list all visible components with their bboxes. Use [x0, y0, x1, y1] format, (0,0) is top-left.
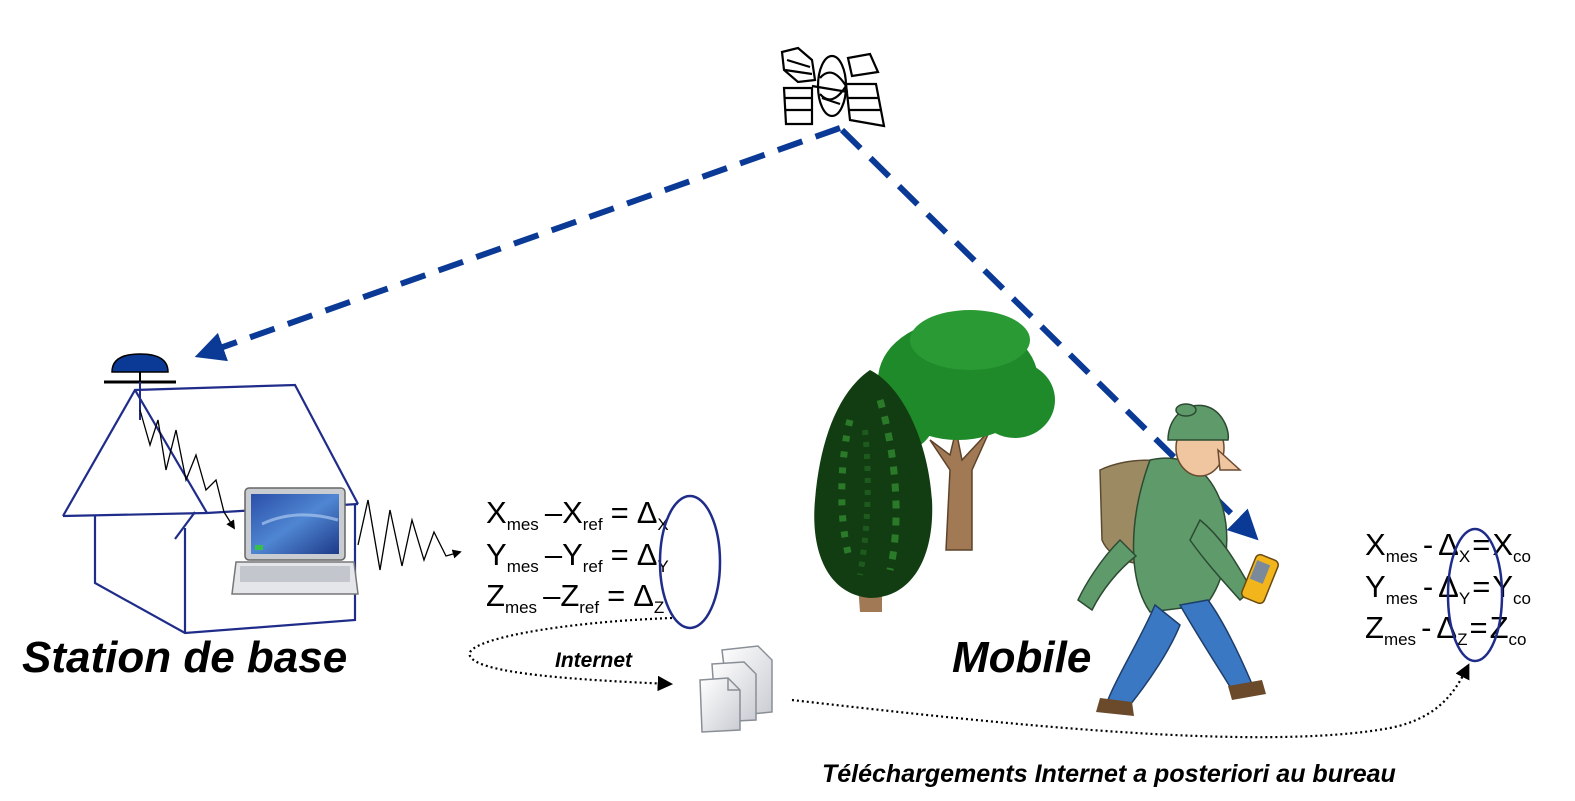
base-equation-y: Ymes–Yref=ΔY: [486, 537, 669, 576]
base-equation-z: Zmes–Zref=ΔZ: [486, 578, 664, 617]
documents-icon: [699, 645, 773, 733]
hiker-with-gps-icon: [1077, 403, 1279, 716]
laptop-icon: [231, 487, 359, 595]
mobile-equation-x: Xmes-ΔX=Xco: [1365, 527, 1531, 566]
radio-wave-to-equations: [357, 499, 462, 571]
cable-wave-to-laptop: [139, 409, 235, 530]
base-equation-x: Xmes–Xref=ΔX: [486, 495, 669, 534]
gps-receiver-icon: [1241, 553, 1279, 605]
base-station-label: Station de base: [22, 633, 347, 682]
svg-text:Xmes-ΔX=Xco: Xmes-ΔX=Xco: [1365, 527, 1531, 566]
svg-text:Xmes–Xref=ΔX: Xmes–Xref=ΔX: [486, 495, 669, 534]
download-link-to-mobile: [791, 663, 1470, 739]
svg-text:Ymes-ΔY=Yco: Ymes-ΔY=Yco: [1365, 569, 1531, 608]
tree-right-icon: [873, 310, 1055, 551]
mobile-delta-highlight: [1446, 527, 1504, 663]
mobile-equation-y: Ymes-ΔY=Yco: [1365, 569, 1531, 608]
mobile-label: Mobile: [952, 633, 1091, 682]
download-note-label: Téléchargements Internet a posteriori au…: [822, 760, 1396, 788]
tree-left-icon: [814, 370, 933, 612]
mobile-equation-z: Zmes-ΔZ=Zco: [1365, 610, 1527, 649]
satellite-icon: [780, 46, 886, 128]
svg-text:Zmes-ΔZ=Zco: Zmes-ΔZ=Zco: [1365, 610, 1527, 649]
internet-label: Internet: [555, 649, 633, 672]
internet-link-to-documents: [468, 616, 674, 692]
signal-to-base-station: [194, 125, 842, 362]
svg-text:Zmes–Zref=ΔZ: Zmes–Zref=ΔZ: [486, 578, 664, 617]
signal-to-mobile: [839, 127, 1259, 541]
svg-text:Ymes–Yref=ΔY: Ymes–Yref=ΔY: [486, 537, 669, 576]
base-delta-highlight: [658, 494, 722, 630]
gps-antenna-icon: [104, 353, 176, 420]
